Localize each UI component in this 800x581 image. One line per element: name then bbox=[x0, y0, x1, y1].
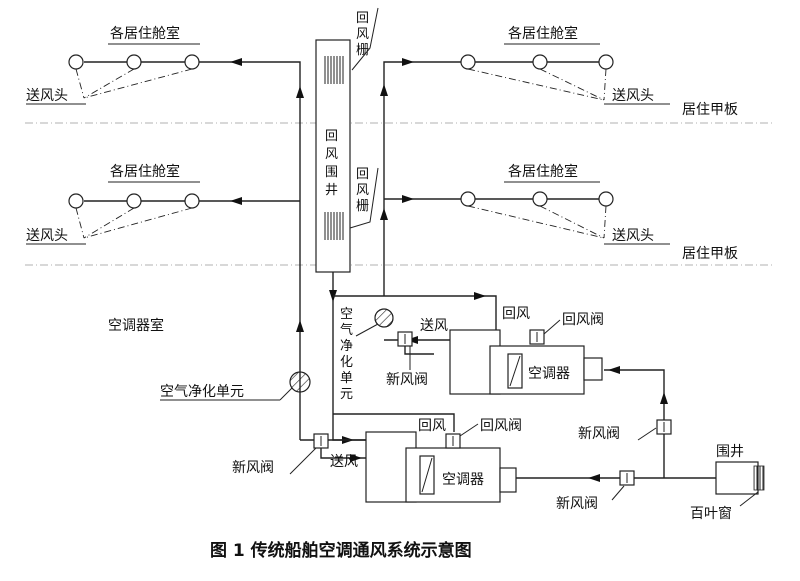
svg-text:回: 回 bbox=[325, 129, 338, 144]
cabin-group-lower-left bbox=[68, 181, 200, 239]
svg-text:风: 风 bbox=[325, 147, 338, 162]
ac-room-label: 空调器室 bbox=[108, 317, 164, 334]
fresh-damper-label-intake: 新风阀 bbox=[556, 496, 598, 512]
supply-head-label-lower-right: 送风头 bbox=[612, 228, 654, 244]
svg-text:空: 空 bbox=[340, 307, 353, 322]
purifier-label-lower: 空气净化单元 bbox=[160, 384, 244, 400]
fresh-air-damper-right-vertical bbox=[656, 419, 672, 435]
return-grille-label-upper: 回 风 栅 bbox=[356, 11, 369, 58]
fresh-air-damper-lower bbox=[313, 433, 329, 449]
fresh-damper-label-right-vertical: 新风阀 bbox=[578, 426, 620, 442]
fresh-damper-label-lower-left: 新风阀 bbox=[232, 460, 274, 476]
ac-unit-lower bbox=[365, 431, 517, 503]
return-grille-lower bbox=[324, 212, 344, 240]
cabin-group-lower-right bbox=[460, 181, 614, 239]
svg-text:风: 风 bbox=[356, 27, 369, 42]
ac-unit-label-lower: 空调器 bbox=[442, 472, 484, 488]
cabins-label-lower-right: 各居住舱室 bbox=[508, 163, 578, 180]
cabins-label-upper-right: 各居住舱室 bbox=[508, 25, 578, 42]
louver-label: 百叶窗 bbox=[690, 505, 732, 522]
fresh-air-damper-intake bbox=[619, 470, 635, 486]
left-supply-duct bbox=[84, 61, 301, 440]
svg-text:气: 气 bbox=[340, 322, 353, 338]
purifier-label-upper: 空 气 净 化 单 元 bbox=[340, 307, 353, 402]
figure-caption: 图 1 传统船舶空调通风系统示意图 bbox=[210, 540, 472, 561]
svg-text:围: 围 bbox=[325, 165, 338, 180]
supply-head-label-lower-left: 送风头 bbox=[26, 228, 68, 244]
fresh-damper-label-upper: 新风阀 bbox=[386, 372, 428, 388]
return-damper-label-upper: 回风阀 bbox=[562, 312, 604, 328]
svg-text:栅: 栅 bbox=[356, 43, 369, 58]
return-air-label-lower: 回风 bbox=[418, 418, 446, 434]
return-damper-label-lower: 回风阀 bbox=[480, 418, 522, 434]
svg-text:栅: 栅 bbox=[356, 199, 369, 214]
svg-text:风: 风 bbox=[356, 183, 369, 198]
deck-label-upper: 居住甲板 bbox=[682, 102, 738, 118]
return-trunk-label: 回 风 围 井 bbox=[325, 129, 338, 198]
supply-air-label-upper: 送风 bbox=[420, 318, 448, 334]
fresh-air-damper-upper bbox=[397, 331, 413, 347]
cabins-label-lower-left: 各居住舱室 bbox=[110, 163, 180, 180]
svg-text:回: 回 bbox=[356, 167, 369, 182]
return-grille-upper bbox=[324, 56, 344, 84]
purifier-upper bbox=[374, 308, 394, 328]
supply-air-label-lower: 送风 bbox=[330, 454, 358, 470]
svg-text:元: 元 bbox=[340, 387, 353, 402]
supply-head-label-upper-right: 送风头 bbox=[612, 88, 654, 104]
cabins-label-upper-left: 各居住舱室 bbox=[110, 25, 180, 42]
svg-text:化: 化 bbox=[340, 355, 353, 370]
svg-text:净: 净 bbox=[340, 339, 353, 354]
ac-unit-label-upper: 空调器 bbox=[528, 366, 570, 382]
return-grille-label-lower: 回 风 栅 bbox=[356, 167, 369, 214]
trunk-label: 围井 bbox=[716, 444, 744, 460]
cabin-group-upper-right bbox=[460, 43, 614, 101]
svg-text:单: 单 bbox=[340, 371, 353, 386]
return-air-label-upper: 回风 bbox=[502, 306, 530, 322]
supply-head-label-upper-left: 送风头 bbox=[26, 88, 68, 104]
cabin-group-upper-left bbox=[68, 43, 200, 99]
intake-trunk bbox=[715, 461, 765, 495]
ac-unit-upper bbox=[449, 329, 603, 395]
svg-text:回: 回 bbox=[356, 11, 369, 26]
svg-text:井: 井 bbox=[325, 183, 338, 198]
deck-label-lower: 居住甲板 bbox=[682, 246, 738, 262]
purifier-lower bbox=[289, 371, 311, 393]
